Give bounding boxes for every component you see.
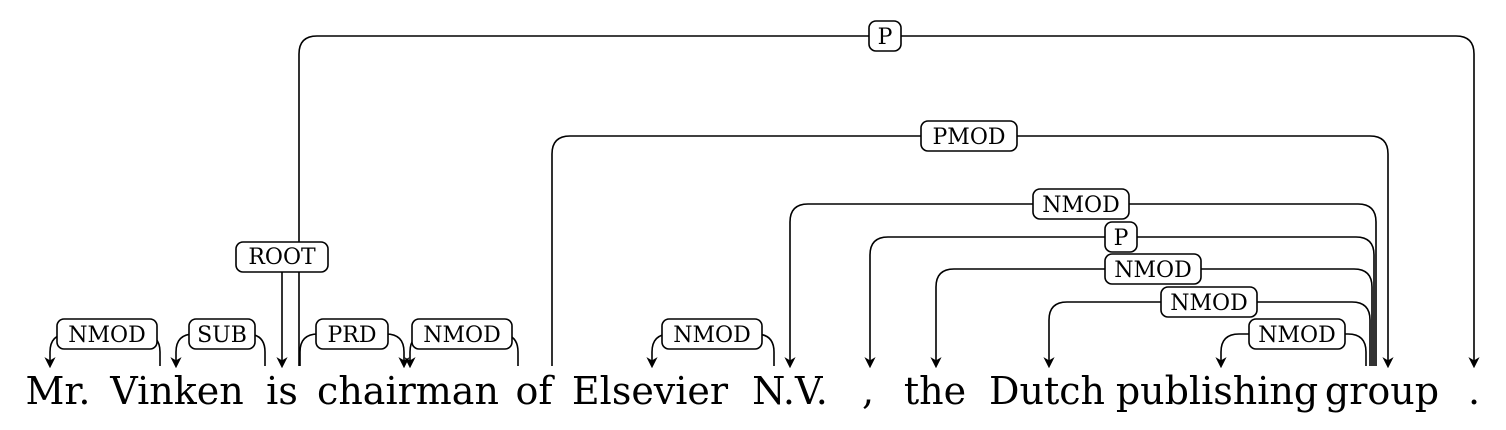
- token-publishing: publishing: [1116, 369, 1318, 413]
- dependency-label-text-11: PMOD: [932, 125, 1005, 150]
- token-chairman: chairman: [317, 369, 499, 413]
- dependency-label-text-2: SUB: [197, 323, 247, 348]
- dependency-label-text-12: P: [878, 25, 893, 50]
- dependency-label-4: NMOD: [411, 318, 513, 350]
- dependency-label-7: NMOD: [1160, 286, 1258, 318]
- labels-layer: ROOT NMOD SUB PRD NMOD NMOD NMOD NMOD NMOD P NMOD…: [56, 20, 1346, 350]
- token-of: of: [516, 369, 556, 413]
- token-period: .: [1468, 369, 1480, 413]
- dependency-label-text-1: NMOD: [68, 323, 145, 348]
- token-nv: N.V.: [752, 369, 828, 413]
- dependency-label-text-7: NMOD: [1170, 291, 1247, 316]
- dependency-label-2: SUB: [188, 318, 256, 350]
- dependency-label-10: NMOD: [1032, 188, 1130, 220]
- dependency-label-11: PMOD: [920, 120, 1018, 152]
- token-dutch: Dutch: [989, 369, 1105, 413]
- arcs-layer: [44, 35, 1480, 369]
- dependency-label-3: PRD: [315, 318, 389, 350]
- dependency-label-text-8: NMOD: [1114, 258, 1191, 283]
- sentence: Mr. Vinken is chairman of Elsevier N.V. …: [26, 369, 1481, 413]
- dependency-label-text-9: P: [1114, 226, 1129, 251]
- dependency-label-1: NMOD: [56, 318, 158, 350]
- token-vinken: Vinken: [109, 369, 243, 413]
- token-the: the: [904, 369, 966, 413]
- token-is: is: [266, 369, 298, 413]
- token-mr: Mr.: [26, 369, 91, 413]
- token-comma: ,: [862, 369, 874, 413]
- dependency-label-9: P: [1104, 221, 1138, 253]
- dependency-label-text-10: NMOD: [1042, 193, 1119, 218]
- dependency-label-text-6: NMOD: [1258, 323, 1335, 348]
- dependency-label-12: P: [868, 20, 902, 52]
- dependency-label-6: NMOD: [1248, 318, 1346, 350]
- token-group: group: [1325, 369, 1439, 413]
- dependency-label-text-5: NMOD: [673, 323, 750, 348]
- dependency-label-text-3: PRD: [327, 323, 376, 348]
- dependency-arc-12: [298, 35, 1480, 369]
- dependency-label-8: NMOD: [1104, 253, 1202, 285]
- token-elsevier: Elsevier: [572, 369, 729, 413]
- root-label-text: ROOT: [248, 245, 316, 270]
- dependency-label-text-4: NMOD: [423, 323, 500, 348]
- dependency-label-5: NMOD: [661, 318, 763, 350]
- root-label: ROOT: [235, 241, 329, 273]
